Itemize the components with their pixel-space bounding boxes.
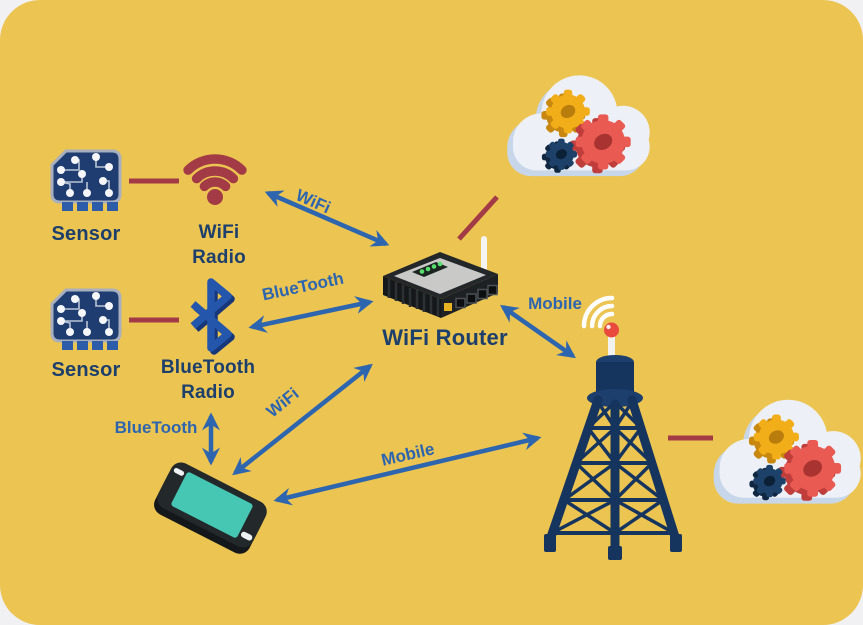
smartphone-icon	[154, 462, 267, 554]
bluetooth-radio-label-line1: BlueTooth	[160, 357, 256, 378]
link-label-bluetooth-2: BlueTooth	[114, 418, 198, 437]
wifi-radio-label: WiFi Radio	[167, 220, 271, 270]
wifi-radio-label-line1: WiFi	[198, 222, 240, 243]
bluetooth-icon	[190, 278, 235, 355]
wifi-signal-icon	[183, 154, 247, 205]
link-wifi-phone-router-arrow	[232, 363, 373, 476]
link-wifi-radio-router-arrow	[264, 190, 390, 247]
wifi-radio-label-line2: Radio	[192, 247, 246, 268]
red-connector-lines	[129, 178, 713, 441]
bluetooth-radio-label: BlueTooth Radio	[130, 355, 286, 405]
circuit-chip-icon	[50, 149, 122, 213]
link-arrows	[202, 190, 576, 506]
link-label-mobile-1: Mobile	[528, 294, 582, 313]
sensor-top-label: Sensor	[51, 223, 121, 245]
cloud-gears-icon	[713, 399, 861, 504]
sensor-bottom-label: Sensor	[51, 359, 121, 381]
circuit-chip-icon	[50, 288, 122, 352]
link-mobile-phone-tower-arrow	[273, 432, 542, 506]
cell-tower-icon	[544, 295, 682, 560]
link-mobile-router-tower-arrow	[500, 304, 576, 359]
link-bluetooth-radio-router-arrow	[248, 296, 374, 333]
connector-router-cloud	[457, 195, 499, 241]
wifi-router-label: WiFi Router	[382, 325, 508, 350]
wifi-router-icon	[383, 236, 498, 318]
bluetooth-radio-label-line2: Radio	[181, 382, 235, 403]
cloud-gears-icon	[507, 75, 650, 177]
